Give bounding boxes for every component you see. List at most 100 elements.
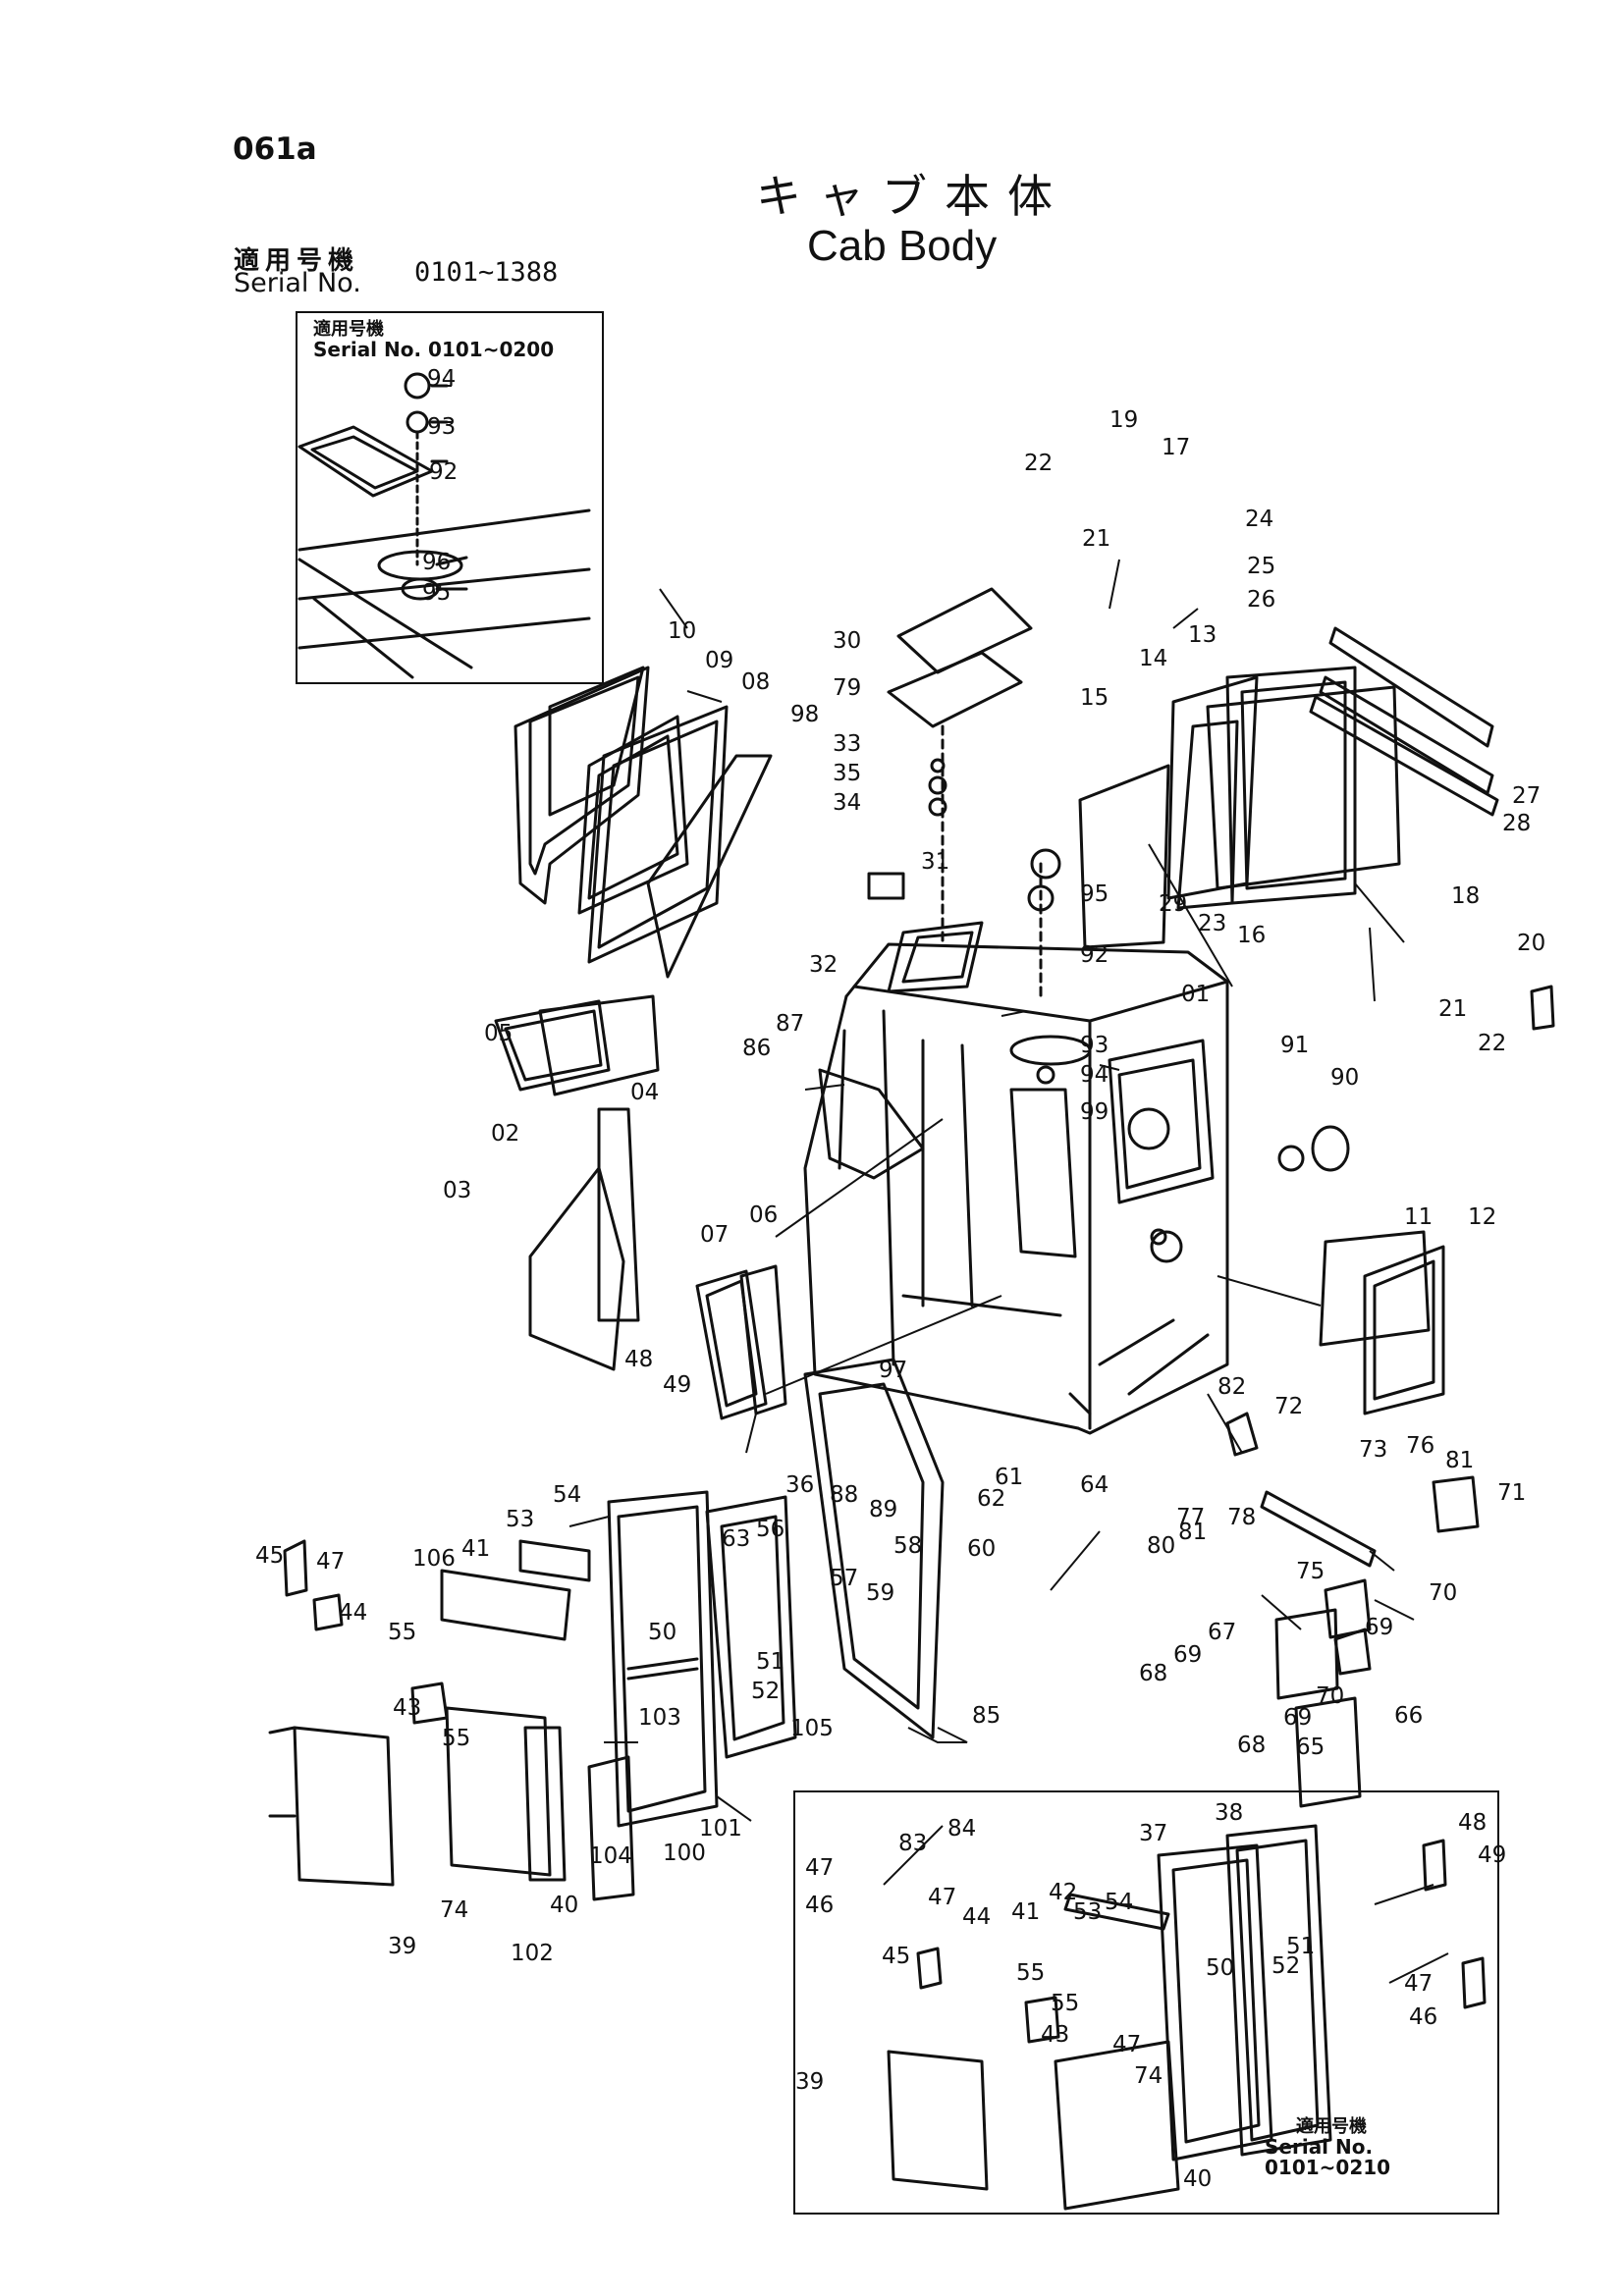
- part-callout-104: 104: [589, 1843, 632, 1869]
- part-callout-01: 01: [1181, 982, 1210, 1007]
- part-callout-99: 99: [1080, 1099, 1109, 1125]
- part-callout-57: 57: [830, 1566, 858, 1591]
- part-callout-39: 39: [795, 2069, 824, 2095]
- part-callout-35: 35: [833, 761, 861, 786]
- inset-mount-drawing: [298, 372, 591, 679]
- part-callout-19: 19: [1109, 407, 1138, 433]
- part-callout-49: 49: [663, 1372, 691, 1398]
- part-callout-22: 22: [1024, 451, 1053, 476]
- part-callout-65: 65: [1296, 1735, 1325, 1760]
- inset-door-drawing: [887, 1824, 1487, 2211]
- part-callout-46: 46: [805, 1893, 834, 1918]
- inset-top-left: 適用号機 Serial No. 0101~0200: [296, 311, 604, 684]
- part-callout-62: 62: [977, 1486, 1005, 1512]
- part-callout-51: 51: [756, 1649, 784, 1675]
- part-callout-55: 55: [1016, 1960, 1045, 1986]
- part-callout-21: 21: [1438, 996, 1467, 1022]
- part-callout-55: 55: [1051, 1991, 1079, 2016]
- part-callout-45: 45: [255, 1543, 284, 1569]
- part-callout-87: 87: [776, 1011, 804, 1037]
- part-callout-53: 53: [1073, 1899, 1102, 1925]
- part-callout-20: 20: [1517, 931, 1545, 956]
- part-callout-27: 27: [1512, 783, 1541, 809]
- part-callout-51: 51: [1286, 1934, 1315, 1959]
- part-callout-69: 69: [1365, 1615, 1393, 1640]
- part-callout-70: 70: [1429, 1580, 1457, 1606]
- serial-range: 0101~1388: [414, 257, 559, 288]
- part-callout-24: 24: [1245, 507, 1273, 532]
- part-callout-83: 83: [898, 1831, 927, 1856]
- part-callout-68: 68: [1139, 1661, 1167, 1686]
- part-callout-18: 18: [1451, 883, 1480, 909]
- left-windows: [494, 666, 787, 1420]
- part-callout-33: 33: [833, 731, 861, 757]
- part-callout-44: 44: [962, 1904, 991, 1930]
- right-windows: [1078, 626, 1499, 1415]
- part-callout-50: 50: [648, 1620, 676, 1645]
- part-callout-25: 25: [1247, 554, 1275, 579]
- part-callout-05: 05: [484, 1021, 513, 1046]
- part-callout-79: 79: [833, 675, 861, 701]
- part-callout-44: 44: [339, 1600, 367, 1626]
- part-callout-06: 06: [749, 1202, 778, 1228]
- part-callout-95: 95: [1080, 881, 1109, 907]
- part-callout-43: 43: [393, 1695, 421, 1721]
- part-callout-101: 101: [699, 1816, 742, 1842]
- part-callout-15: 15: [1080, 685, 1109, 711]
- part-callout-89: 89: [869, 1497, 897, 1522]
- part-callout-47: 47: [316, 1549, 345, 1575]
- inset-bottom-right: 適用号機 Serial No. 0101~0210: [793, 1790, 1499, 2215]
- title-english: Cab Body: [807, 222, 998, 270]
- part-callout-61: 61: [995, 1465, 1023, 1490]
- part-callout-66: 66: [1394, 1703, 1423, 1729]
- part-callout-77: 77: [1176, 1505, 1205, 1530]
- part-callout-68: 68: [1237, 1733, 1266, 1758]
- part-callout-03: 03: [443, 1178, 471, 1203]
- part-callout-81: 81: [1445, 1448, 1474, 1473]
- part-callout-70: 70: [1316, 1683, 1344, 1709]
- part-callout-58: 58: [893, 1533, 922, 1559]
- part-callout-93: 93: [427, 414, 456, 440]
- part-callout-07: 07: [700, 1222, 729, 1248]
- part-callout-54: 54: [1105, 1890, 1133, 1915]
- part-callout-69: 69: [1173, 1642, 1202, 1668]
- part-callout-78: 78: [1227, 1505, 1256, 1530]
- part-callout-26: 26: [1247, 587, 1275, 613]
- part-callout-84: 84: [947, 1816, 976, 1842]
- part-callout-91: 91: [1280, 1033, 1309, 1058]
- part-callout-48: 48: [1458, 1810, 1487, 1836]
- part-callout-43: 43: [1041, 2022, 1069, 2048]
- part-callout-52: 52: [1271, 1953, 1300, 1979]
- roof-hatch: [867, 587, 1170, 1150]
- part-callout-92: 92: [429, 459, 458, 485]
- part-callout-93: 93: [1080, 1033, 1109, 1058]
- part-callout-10: 10: [668, 618, 696, 644]
- part-callout-97: 97: [879, 1358, 907, 1383]
- part-callout-94: 94: [427, 366, 456, 392]
- inset-bottom-caption: 適用号機 Serial No. 0101~0210: [1265, 2116, 1497, 2178]
- part-callout-17: 17: [1162, 435, 1190, 460]
- part-callout-100: 100: [663, 1841, 706, 1866]
- part-callout-49: 49: [1478, 1842, 1506, 1868]
- part-callout-09: 09: [705, 648, 733, 673]
- part-callout-14: 14: [1139, 646, 1167, 671]
- part-callout-47: 47: [1404, 1971, 1433, 1997]
- serial-label-jp: 適用号機: [234, 246, 360, 276]
- part-callout-34: 34: [833, 790, 861, 816]
- part-callout-85: 85: [972, 1703, 1001, 1729]
- part-callout-30: 30: [833, 628, 861, 654]
- serial-label-en: Serial No.: [234, 268, 361, 298]
- part-callout-86: 86: [742, 1036, 771, 1061]
- inset-top-label-en: Serial No. 0101~0200: [313, 338, 555, 361]
- part-callout-74: 74: [440, 1897, 468, 1923]
- part-callout-28: 28: [1502, 811, 1531, 836]
- part-callout-45: 45: [882, 1944, 910, 1969]
- part-callout-55: 55: [388, 1620, 416, 1645]
- part-callout-36: 36: [785, 1472, 814, 1498]
- part-callout-42: 42: [1049, 1880, 1077, 1905]
- cab-body-01: [803, 921, 1229, 1435]
- part-callout-40: 40: [1183, 2166, 1212, 2192]
- title-japanese: キャブ本体: [756, 170, 1070, 223]
- part-callout-16: 16: [1237, 923, 1266, 948]
